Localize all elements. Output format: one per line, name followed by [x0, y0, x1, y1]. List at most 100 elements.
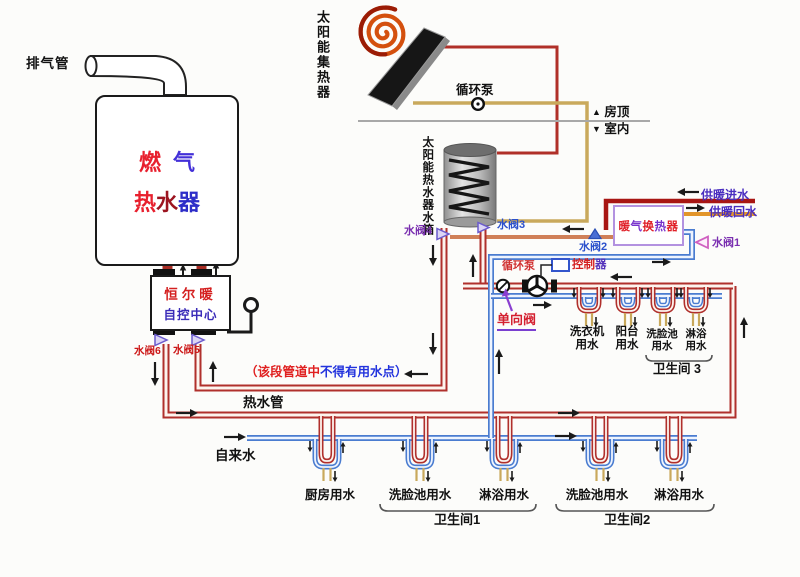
flow-arrow-head: [429, 347, 437, 355]
control-center-title-line1: 恒尔暖: [164, 287, 217, 302]
colored-char: 燃: [138, 149, 161, 175]
outlet-label-basin2: 洗脸池用水: [565, 488, 629, 502]
cc-tab: [153, 269, 175, 276]
solar-collector-label: 太阳能集热器: [314, 10, 330, 100]
colored-char: 热: [133, 189, 156, 215]
flow-arrow-head: [179, 264, 187, 271]
bathroom3-label: 卫生间 3: [653, 362, 701, 376]
colored-char: 器: [595, 259, 607, 271]
control-center-title-line2: 自控中心: [163, 308, 218, 322]
outlet-cold-drop: [587, 439, 613, 468]
outlet-cold-drop: [622, 297, 634, 306]
flow-arrow-head: [151, 378, 159, 386]
heat-exchanger: 暖气换热器: [613, 205, 684, 246]
outlet-text: 淋浴: [685, 328, 707, 340]
valve6-icon: [154, 333, 169, 347]
roof-triangle-icon: ▲: [592, 107, 601, 117]
outlet-cold-drop: [661, 439, 687, 468]
outlet-hot-drop: [593, 416, 607, 462]
check-valve-pointer-head: [501, 288, 510, 297]
heating-return-label: 供暖回水: [709, 205, 758, 219]
outlet-label-balcony: 阳台用水: [604, 326, 650, 352]
check-valve-icon: [495, 278, 511, 294]
flow-arrow-head: [645, 293, 651, 298]
valve1-label: 水阀1: [712, 237, 741, 249]
outlet-hot-drop: [497, 416, 511, 462]
outlet-text: 用水: [575, 339, 599, 352]
flow-arrow-head: [679, 477, 685, 482]
colored-char: 换: [642, 220, 655, 233]
flow-arrow-head: [700, 322, 706, 327]
no-outlet-note: （该段管道中不得有用水点）: [245, 365, 408, 379]
outlet-label-shower2: 淋浴用水: [653, 488, 704, 502]
outlet-label-shower3: 淋浴用水: [673, 328, 719, 352]
flow-arrow-head: [571, 293, 577, 298]
bathroom3-bracket: [645, 354, 713, 362]
valve2-icon: [587, 227, 603, 240]
outlet-label-basin3: 洗脸池用水: [639, 328, 685, 352]
valve3-icon: [477, 221, 491, 234]
outlet-label-shower1: 淋浴用水: [478, 488, 529, 502]
outlet-hot-drop: [652, 287, 674, 312]
bathroom2-label: 卫生间2: [604, 512, 651, 527]
indoor-label: ▼ 室内: [592, 122, 629, 136]
flow-arrow-head: [600, 293, 606, 298]
flow-arrow-head: [707, 293, 713, 298]
exhaust-pipe-label: 排气管: [26, 56, 70, 71]
outlet-text: 阳台: [615, 326, 639, 338]
roof-text: 房顶: [604, 105, 630, 119]
tank-label: 太阳能热水器水箱: [421, 136, 434, 236]
outlet-cold-drop: [314, 439, 340, 468]
flow-arrow-head: [509, 477, 515, 482]
valve3-label: 水阀3: [497, 219, 526, 231]
solar-return-pipe: [413, 101, 589, 223]
flow-arrow-head: [495, 349, 503, 357]
colored-char: 水: [155, 189, 178, 215]
flow-arrow-head: [209, 361, 217, 369]
flow-arrow-head: [610, 273, 618, 281]
indoor-text: 室内: [604, 122, 630, 136]
outlet-cold-drop: [657, 297, 669, 306]
valve4-icon: [436, 227, 451, 241]
colored-char: 器: [178, 189, 201, 215]
flow-arrow-head: [654, 447, 660, 452]
flow-arrow-head: [307, 447, 313, 452]
solar-supply-pipe: [431, 45, 559, 155]
flow-arrow-head: [572, 409, 580, 417]
gas-heater-title-line1: 燃气: [133, 145, 201, 177]
valve5-label: 水阀5: [173, 344, 200, 356]
colored-char: 气: [173, 149, 196, 175]
outlet-text: 用水: [685, 340, 707, 353]
flow-arrow-head: [667, 322, 673, 327]
bathroom2-bracket: [555, 503, 715, 512]
roof-pump-dot: [476, 102, 480, 106]
flow-arrow-head: [663, 258, 671, 266]
outlet-label-basin1: 洗脸池用水: [388, 488, 452, 502]
flow-arrow-head: [562, 225, 570, 233]
hot-main-label: 热水管: [243, 395, 284, 410]
check-valve-label: 单向阀: [497, 312, 537, 331]
outlet-label-washing-machine: 洗衣机用水: [564, 326, 610, 352]
valve6-label: 水阀6: [134, 345, 161, 357]
controller-wire: [540, 264, 552, 277]
heating-supply-pipe: [603, 198, 755, 230]
outlet-hot-drop: [667, 416, 681, 462]
cold-main-label: 自来水: [215, 448, 256, 463]
colored-char: 暖: [618, 220, 631, 233]
outlet-hot-drop: [413, 416, 427, 462]
flow-arrow-head: [639, 293, 645, 298]
colored-char: 气: [630, 220, 643, 233]
colored-char: 热: [654, 220, 667, 233]
valve5-icon: [191, 333, 206, 347]
note-blue-part: 不得有用水点）: [320, 365, 408, 379]
exhaust-pipe-opening: [84, 55, 98, 77]
outlet-text: 用水: [615, 339, 639, 352]
flow-arrow-head: [469, 254, 477, 262]
outlet-cold-drop: [491, 439, 517, 468]
flow-arrow-head: [740, 317, 748, 325]
outlet-hot-drop: [578, 287, 600, 312]
flow-arrow-head: [425, 477, 431, 482]
indoor-pump-icon: [522, 274, 557, 298]
